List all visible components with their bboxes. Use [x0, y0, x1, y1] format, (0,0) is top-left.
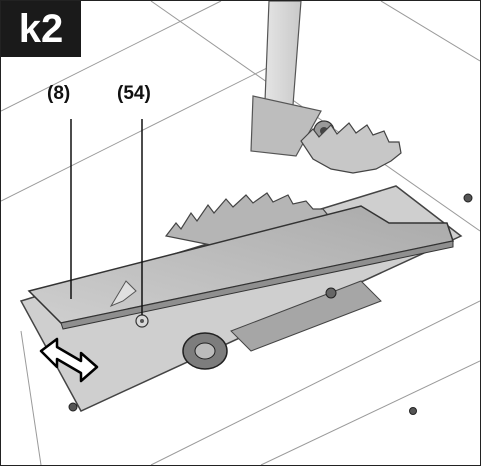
figure-tag: k2 — [1, 1, 81, 57]
guard-blade — [300, 122, 402, 174]
callout-leaders — [70, 119, 143, 315]
table-screws — [68, 193, 473, 415]
adjust-knob — [182, 332, 228, 370]
double-arrow-icon — [39, 337, 99, 383]
callout-label-8: (8) — [47, 83, 71, 104]
blade-guard-arm — [250, 1, 335, 157]
callout-label-54: (54) — [117, 83, 151, 104]
